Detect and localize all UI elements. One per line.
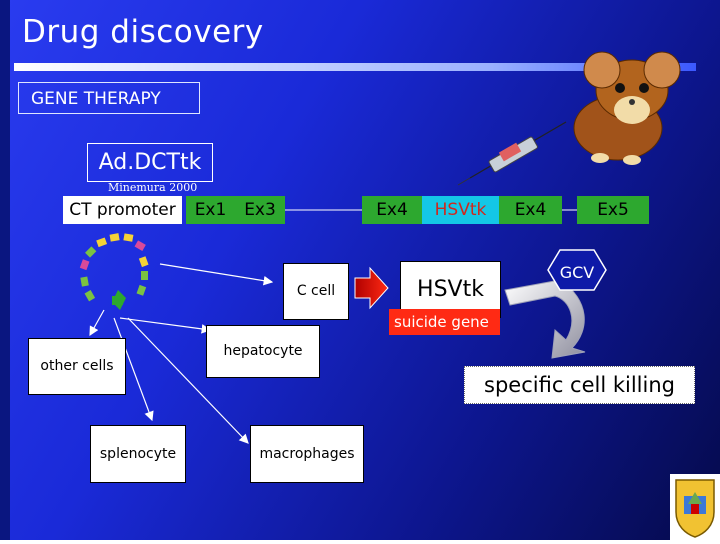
arrow-to-other-cells (89, 309, 105, 337)
citation: Minemura 2000 (108, 181, 198, 194)
slide-title: Drug discovery (22, 14, 264, 50)
specific-cell-killing: specific cell killing (464, 366, 695, 404)
splenocyte-box: splenocyte (90, 425, 186, 483)
hsvtk-product-box: HSVtk (400, 261, 501, 318)
macrophages-box: macrophages (250, 425, 364, 483)
title-underline (14, 63, 696, 71)
suicide-gene-label: suicide gene (389, 309, 500, 335)
left-band (0, 0, 10, 540)
arrow-to-c-cell (159, 263, 274, 286)
exon-1: Ex1 (186, 196, 235, 224)
gcv-label: GCV (560, 263, 595, 282)
mouse-icon (573, 51, 681, 165)
gcv-hexagon (547, 249, 607, 291)
syringe-icon (457, 121, 567, 186)
arrow-to-splenocyte (113, 317, 154, 422)
hsvtk-insert: HSVtk (422, 196, 499, 224)
other-cells-box: other cells (28, 338, 126, 395)
exon-4-a: Ex4 (362, 196, 422, 224)
arrow-to-hepatocyte (119, 317, 212, 334)
gene-therapy-label: GENE THERAPY (18, 82, 200, 114)
hepatocyte-box: hepatocyte (206, 325, 320, 378)
exon-4-b: Ex4 (499, 196, 562, 224)
curved-arrow (504, 279, 586, 359)
arrow-to-macrophages (127, 317, 249, 444)
crest-logo (670, 474, 720, 540)
red-arrow (354, 266, 389, 310)
exon-5: Ex5 (577, 196, 649, 224)
exon-3: Ex3 (235, 196, 285, 224)
chromosome-ring (79, 233, 149, 310)
ct-promoter: CT promoter (63, 196, 182, 224)
vector-label: Ad.DCTtk (87, 143, 213, 182)
c-cell-box: C cell (283, 263, 349, 320)
shield-icon (675, 479, 715, 538)
